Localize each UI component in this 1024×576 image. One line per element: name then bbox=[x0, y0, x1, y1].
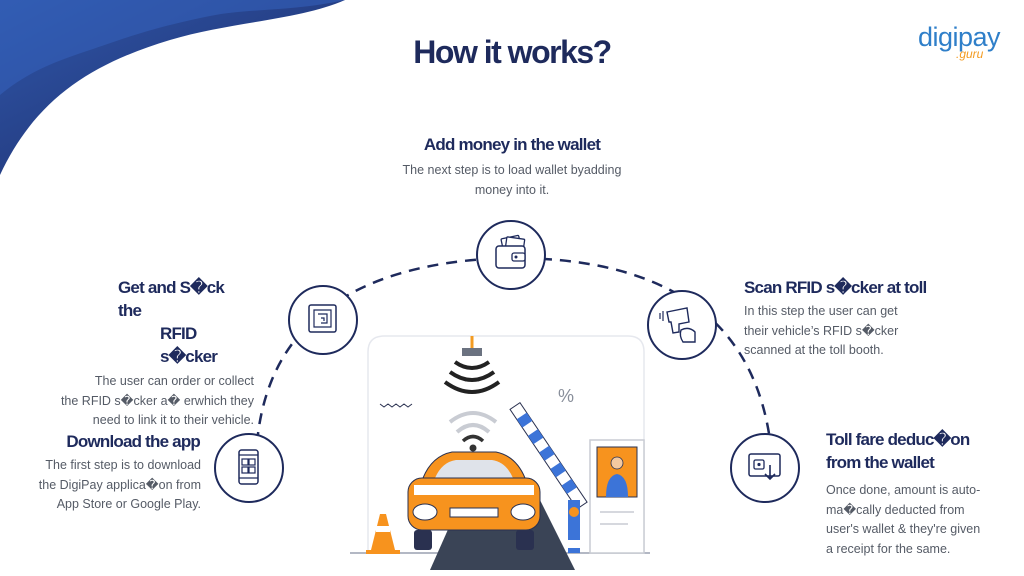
step-download-description-line: App Store or Google Play. bbox=[56, 497, 201, 511]
corner-swoosh bbox=[0, 0, 345, 175]
step-deduction-description-line: ma�cally deducted from bbox=[826, 502, 965, 517]
toll-booth-illustration bbox=[350, 335, 650, 570]
step-deduction-description-line: user's wallet & they're given bbox=[826, 522, 981, 536]
step-wallet-description-line: The next step is to load wallet byadding bbox=[402, 163, 622, 177]
step-download-description-line: The first step is to download bbox=[45, 458, 201, 472]
step-rfid-description-line: the RFID s�cker a� erwhich they bbox=[60, 393, 254, 408]
rfid-sticker-icon bbox=[308, 304, 337, 333]
step-wallet-icon-circle bbox=[476, 220, 546, 290]
step-scan-description: In this step the user can get their vehi… bbox=[744, 302, 984, 361]
step-rfid-heading-line: the bbox=[118, 301, 142, 320]
step-deduction-heading-line: from the wallet bbox=[826, 453, 935, 472]
wallet-deduction-icon bbox=[748, 453, 781, 481]
step-deduction-description-line: Once done, amount is auto- bbox=[826, 483, 981, 497]
step-download-description: The first step is to download the DigiPa… bbox=[15, 456, 201, 515]
step-scan-description-line: scanned at the toll booth. bbox=[744, 343, 884, 357]
step-deduction-heading-line: Toll fare deduc�on bbox=[826, 430, 970, 449]
step-rfid-heading-line: s�cker bbox=[160, 347, 218, 366]
step-deduction-icon-circle bbox=[730, 433, 800, 503]
step-rfid-heading-line: RFID bbox=[160, 324, 197, 343]
page-title: How it works? bbox=[413, 34, 612, 70]
logo-subtext: .guru bbox=[956, 47, 984, 61]
step-wallet-description: The next step is to load wallet byadding… bbox=[362, 161, 662, 200]
step-wallet-description-line: money into it. bbox=[474, 182, 550, 197]
step-deduction-description-line: a receipt for the same. bbox=[826, 541, 951, 556]
step-rfid-description-line: need to link it to their vehicle. bbox=[92, 413, 254, 427]
step-download-heading: Download the app bbox=[66, 432, 200, 451]
step-rfid-heading-line: Get and S�ck bbox=[118, 278, 225, 297]
percent-sign: % bbox=[558, 386, 575, 406]
digipay-logo[interactable]: digipay .guru bbox=[912, 22, 1004, 72]
step-rfid-heading: Get and S�ck the RFID s�cker bbox=[118, 276, 268, 368]
wallet-icon bbox=[495, 234, 526, 269]
step-scan-heading: Scan RFID s�cker at toll bbox=[744, 278, 927, 297]
step-rfid-icon-circle bbox=[288, 285, 358, 355]
step-rfid-description-line: The user can order or collect bbox=[94, 374, 254, 388]
step-scan-description-line: their vehicle’s RFID s�cker bbox=[744, 323, 899, 338]
step-wallet-heading: Add money in the wallet bbox=[423, 135, 601, 154]
logo-wordmark: digipay bbox=[918, 22, 1001, 52]
step-scan-description-line: In this step the user can get bbox=[744, 304, 898, 318]
step-scan-icon-circle bbox=[647, 290, 717, 360]
step-rfid-description: The user can order or collect the RFID s… bbox=[40, 372, 254, 431]
step-deduction-heading: Toll fare deduc�on from the wallet bbox=[826, 428, 1016, 474]
rfid-scanner-icon bbox=[659, 307, 696, 343]
step-download-description-line: the DigiPay applica�on from bbox=[38, 477, 201, 492]
step-deduction-description: Once done, amount is auto- ma�cally dedu… bbox=[826, 481, 1016, 559]
step-download-icon-circle bbox=[214, 433, 284, 503]
smartphone-icon bbox=[238, 449, 259, 485]
